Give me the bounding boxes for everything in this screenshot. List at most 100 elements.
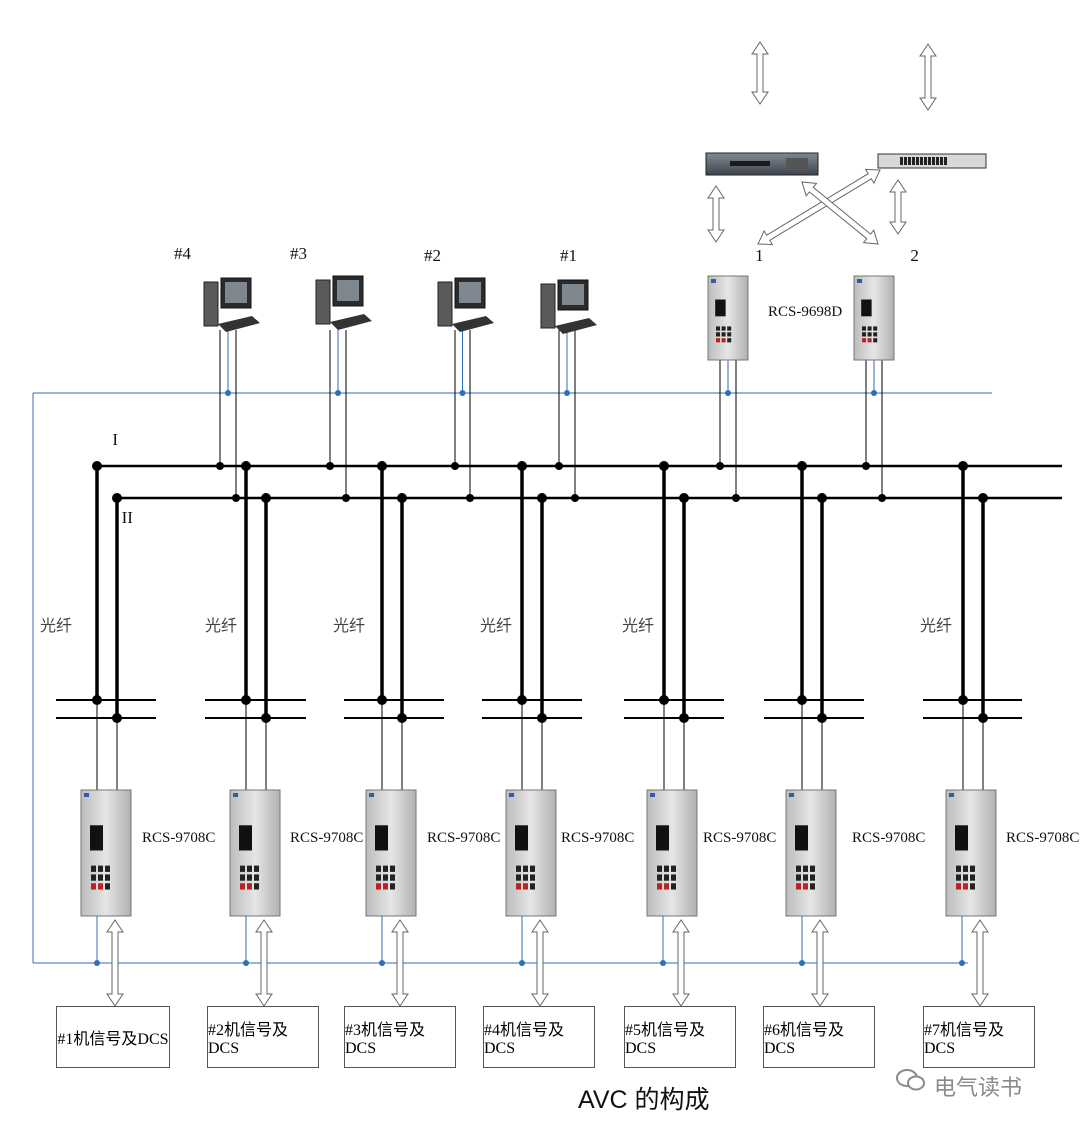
panel-key <box>956 865 961 872</box>
switch-port <box>932 157 935 165</box>
blue-node <box>959 960 965 966</box>
bus-node <box>261 493 271 503</box>
panel-key <box>254 874 259 881</box>
bus-label-2:        II <box>38 508 133 527</box>
bus-node <box>659 461 669 471</box>
panel-key <box>105 874 110 881</box>
panel-key <box>530 874 535 881</box>
panel-key <box>657 865 662 872</box>
unit-model-label-6: RCS-9708C <box>852 830 926 846</box>
panel-key <box>873 332 878 337</box>
device-panel <box>365 789 417 917</box>
label-server-left:           <box>700 116 820 135</box>
bus-node <box>112 493 122 503</box>
workstation-pc-1 <box>540 279 597 334</box>
arrow-switch-ctrl2 <box>889 179 907 235</box>
bus-node <box>232 494 240 502</box>
unit-panel-5 <box>646 789 698 917</box>
workstation-label-3: #3       <box>290 244 387 263</box>
panel-logo <box>233 793 238 797</box>
panel-key <box>727 332 732 337</box>
label-controller-2:       2 <box>840 246 919 265</box>
switch-port <box>920 157 923 165</box>
panel-key <box>105 865 110 872</box>
unit-model-label-1: RCS-9708C <box>142 830 216 846</box>
switch-port <box>908 157 911 165</box>
panel-key <box>963 883 968 890</box>
panel-key <box>727 338 732 343</box>
unit-panel-1 <box>80 789 132 917</box>
workstation-label-2: #2       <box>424 246 521 265</box>
server-slot <box>730 161 770 166</box>
panel-key <box>664 874 669 881</box>
unit-panel-7 <box>945 789 997 917</box>
fiber-label-1: 光纤 <box>40 618 73 635</box>
fiber-label-6: 光纤 <box>920 618 953 635</box>
wechat-icon <box>896 1068 926 1092</box>
panel-key <box>240 874 245 881</box>
unit-box-6: #6机信号及DCS <box>763 1006 875 1068</box>
panel-key <box>240 883 245 890</box>
arrow-cross-2 <box>801 181 879 245</box>
unit-model-label-2: RCS-9708C <box>290 830 364 846</box>
unit-panel-4 <box>505 789 557 917</box>
device-group <box>80 152 997 917</box>
bus-node <box>342 494 350 502</box>
bus-node <box>451 462 459 470</box>
panel-display <box>955 825 968 851</box>
pc-tower <box>437 281 453 327</box>
panel-key <box>867 326 872 331</box>
panel-key <box>523 883 528 890</box>
panel-key <box>721 332 726 337</box>
device-panel <box>505 789 557 917</box>
bus-node <box>397 493 407 503</box>
device-panel <box>785 789 837 917</box>
bus-node <box>216 462 224 470</box>
panel-key <box>671 883 676 890</box>
panel-key <box>516 865 521 872</box>
panel-key <box>98 874 103 881</box>
fiber-label-4: 光纤 <box>480 618 513 635</box>
panel-logo <box>789 793 794 797</box>
panel-key <box>671 865 676 872</box>
unit-panel-2 <box>229 789 281 917</box>
panel-display <box>90 825 103 851</box>
pc-screen <box>337 280 359 301</box>
arrow-cross-1 <box>757 168 881 246</box>
panel-key <box>240 865 245 872</box>
device-panel <box>707 275 749 361</box>
bus-node <box>716 462 724 470</box>
panel-key <box>523 874 528 881</box>
panel-key <box>390 865 395 872</box>
panel-key <box>803 865 808 872</box>
server-bay <box>786 158 808 170</box>
panel-key <box>970 883 975 890</box>
panel-key <box>956 874 961 881</box>
panel-logo <box>650 793 655 797</box>
panel-key <box>727 326 732 331</box>
panel-key <box>963 865 968 872</box>
panel-key <box>657 883 662 890</box>
panel-display <box>515 825 528 851</box>
panel-key <box>516 874 521 881</box>
panel-key <box>376 874 381 881</box>
panel-key <box>383 874 388 881</box>
panel-key <box>721 338 726 343</box>
bus-node <box>732 494 740 502</box>
unit-panel-6 <box>785 789 837 917</box>
switch-port <box>904 157 907 165</box>
bus-node <box>797 461 807 471</box>
panel-logo <box>369 793 374 797</box>
panel-key <box>867 332 872 337</box>
pc-screen <box>459 282 481 303</box>
panel-key <box>664 883 669 890</box>
pc-tower <box>315 279 331 325</box>
panel-key <box>254 865 259 872</box>
unit-model-label-3: RCS-9708C <box>427 830 501 846</box>
panel-display <box>656 825 669 851</box>
workstation-pc-4 <box>203 277 260 332</box>
panel-key <box>873 326 878 331</box>
unit-box-2: #2机信号及DCS <box>207 1006 319 1068</box>
panel-key <box>810 874 815 881</box>
panel-key <box>803 874 808 881</box>
